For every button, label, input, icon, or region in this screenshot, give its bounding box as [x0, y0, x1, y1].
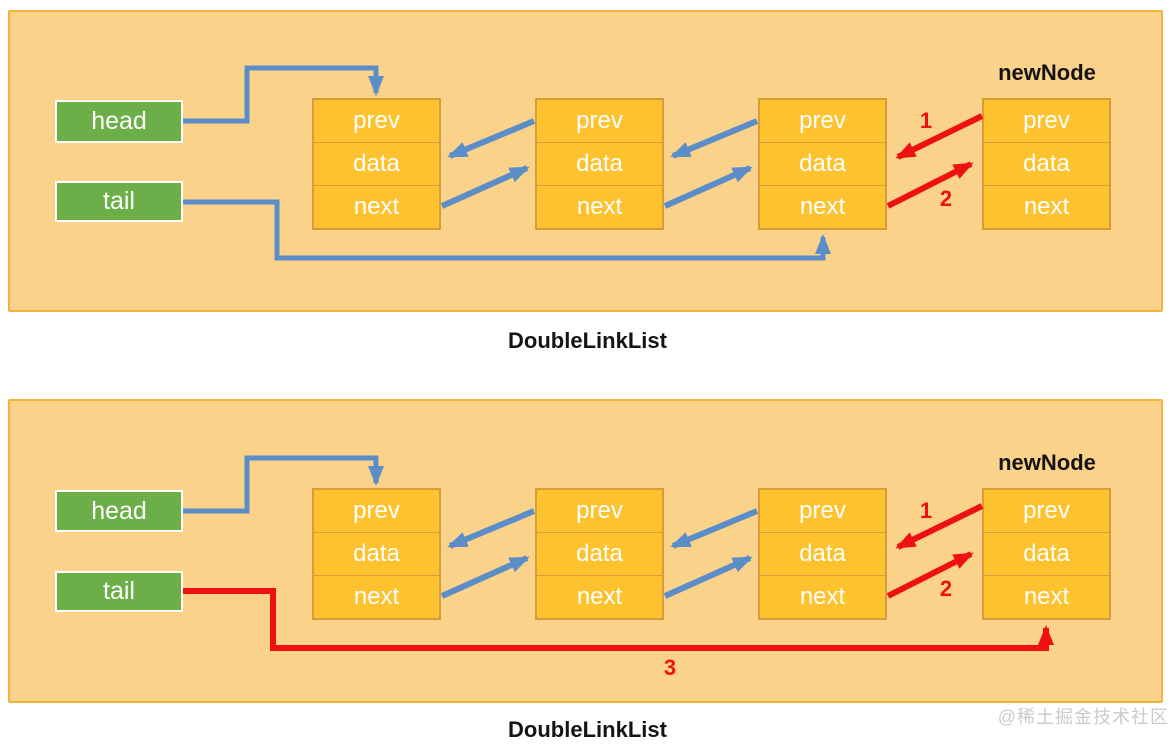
node-cell-data: data	[314, 533, 439, 576]
head-pointer-box: head	[55, 490, 183, 532]
step-number-1: 1	[919, 498, 933, 523]
list-node-3: prev data next	[758, 98, 887, 230]
node-cell-next: next	[1023, 193, 1070, 220]
node-cell-next: next	[799, 193, 846, 220]
list-node-3: prev data next	[758, 488, 887, 620]
node-cell-prev: prev	[314, 100, 439, 143]
node-cell-data: data	[760, 143, 885, 186]
head-pointer-box: head	[55, 100, 183, 143]
node-cell-data: data	[537, 533, 662, 576]
node-cell-prev: prev	[984, 490, 1109, 533]
node-cell-prev: prev	[760, 100, 885, 143]
step-number-2: 2	[939, 186, 953, 211]
node-cell-data: data	[537, 143, 662, 186]
node-cell-next: next	[353, 583, 400, 610]
node-cell-data: data	[314, 143, 439, 186]
diagram-caption-2: DoubleLinkList	[508, 717, 667, 742]
watermark: @稀土掘金技术社区	[997, 707, 1169, 727]
node-cell-prev: prev	[314, 490, 439, 533]
node-cell-next: next	[576, 583, 623, 610]
diagram-caption-1: DoubleLinkList	[508, 328, 667, 353]
node-cell-data: data	[760, 533, 885, 576]
new-node-label: newNode	[998, 450, 1096, 475]
node-cell-next: next	[1023, 583, 1070, 610]
node-cell-prev: prev	[537, 490, 662, 533]
list-node-2: prev data next	[535, 488, 664, 620]
node-cell-next: next	[799, 583, 846, 610]
node-cell-next: next	[576, 193, 623, 220]
step-number-3: 3	[663, 655, 677, 680]
step-number-2: 2	[939, 576, 953, 601]
new-node-label: newNode	[998, 60, 1096, 85]
step-number-1: 1	[919, 108, 933, 133]
tail-pointer-box: tail	[55, 181, 183, 222]
node-cell-prev: prev	[984, 100, 1109, 143]
node-cell-prev: prev	[760, 490, 885, 533]
list-node-2: prev data next	[535, 98, 664, 230]
list-node-1: prev data next	[312, 98, 441, 230]
new-node: prev data next	[982, 98, 1111, 230]
new-node: prev data next	[982, 488, 1111, 620]
node-cell-prev: prev	[537, 100, 662, 143]
node-cell-next: next	[353, 193, 400, 220]
node-cell-data: data	[984, 533, 1109, 576]
node-cell-data: data	[984, 143, 1109, 186]
tail-pointer-box: tail	[55, 571, 183, 612]
list-node-1: prev data next	[312, 488, 441, 620]
